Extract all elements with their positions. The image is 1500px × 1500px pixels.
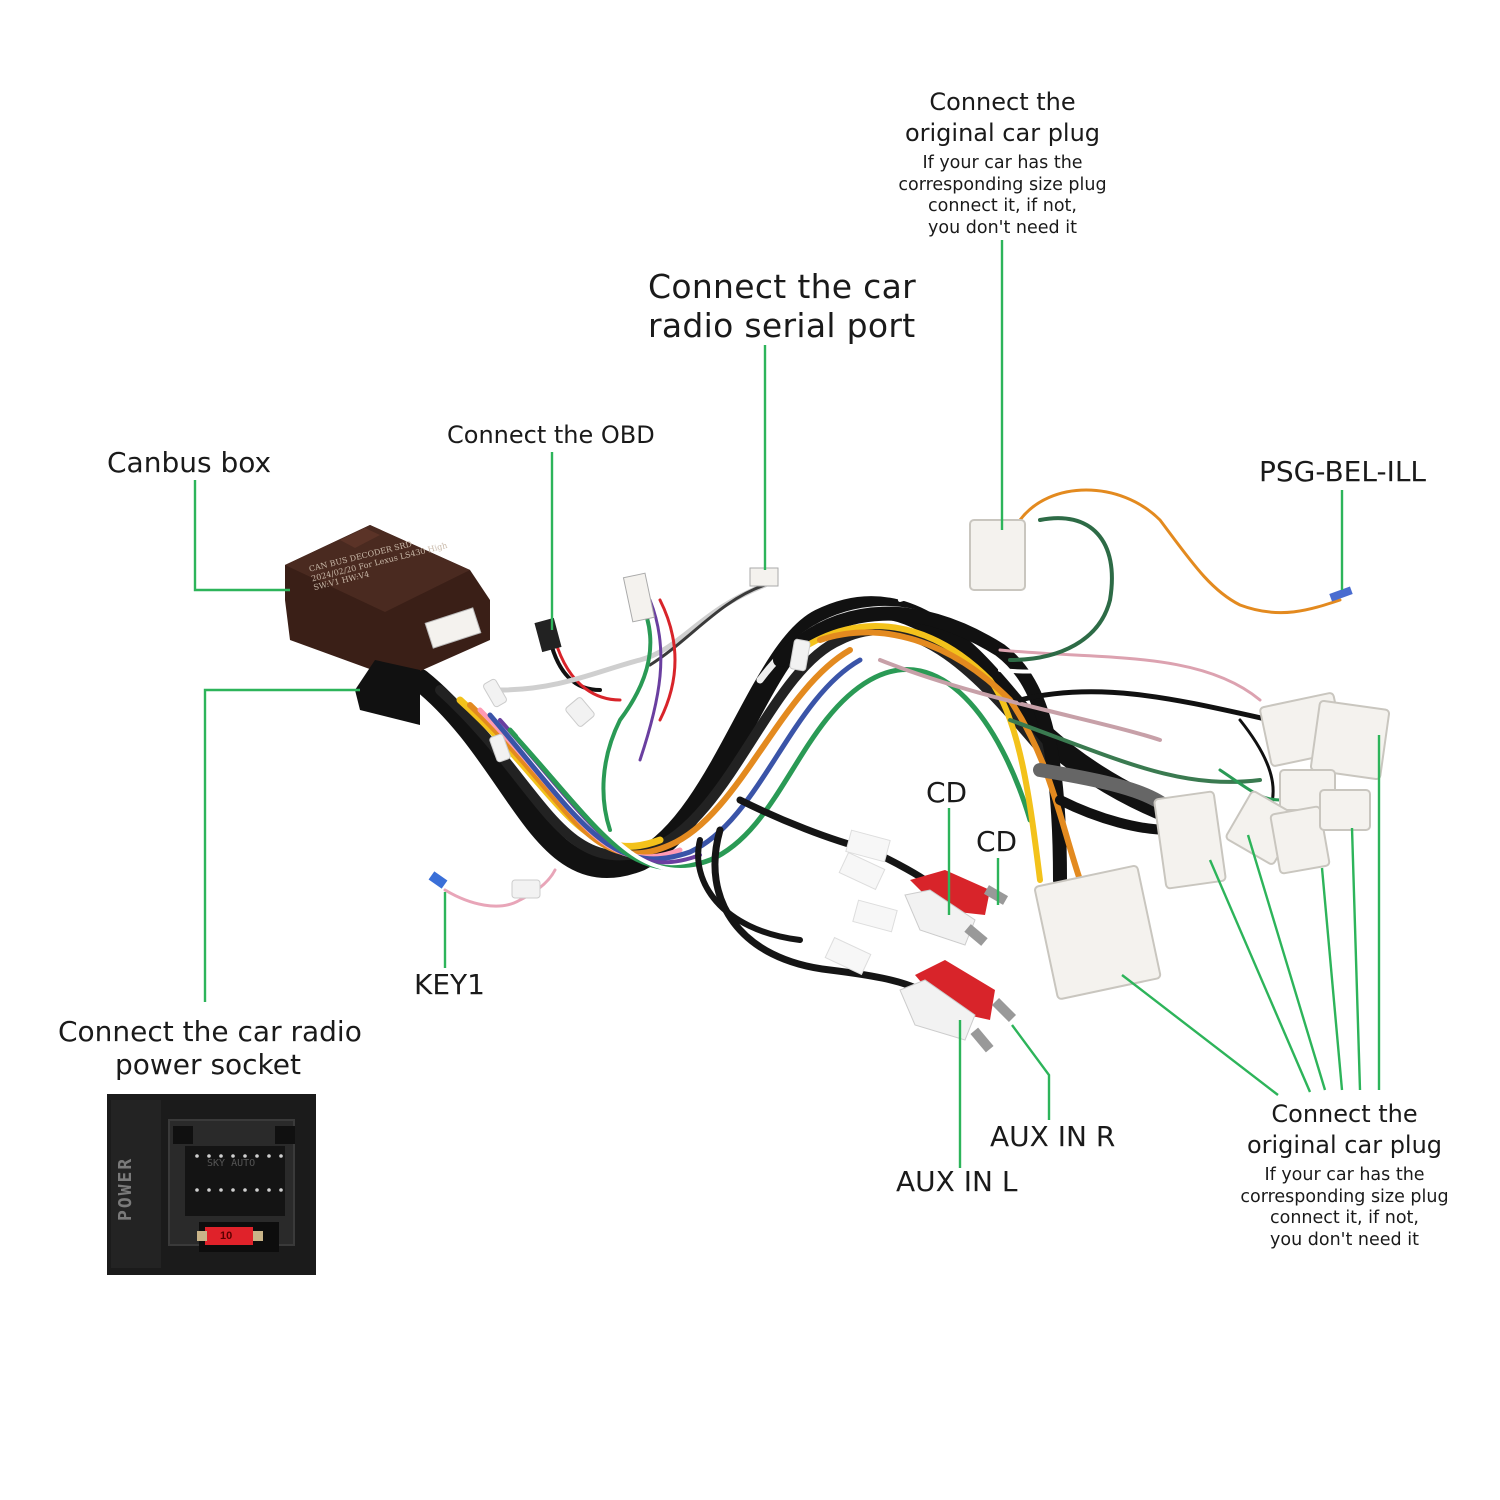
original-plug-top-title-1: Connect the xyxy=(929,88,1076,116)
original-plug-top-note-4: you don't need it xyxy=(928,218,1077,239)
aux-in-r-label: AUX IN R xyxy=(990,1120,1116,1153)
original-plug-top-note-2: corresponding size plug xyxy=(898,174,1107,195)
connector-plug-icon xyxy=(969,519,1391,1000)
original-plug-top-note-1: If your car has the xyxy=(922,152,1083,173)
key1-label: KEY1 xyxy=(414,968,485,1001)
original-plug-bottom-label: Connect the original car plug If your ca… xyxy=(1237,1100,1452,1252)
psg-bel-ill-label: PSG-BEL-ILL xyxy=(1259,455,1427,488)
original-plug-bottom-note-4: you don't need it xyxy=(1270,1230,1419,1251)
power-socket-icon: POWER SKY AUTO 10 xyxy=(107,1094,316,1275)
fuse-rating: 10 xyxy=(220,1230,233,1242)
aux-in-l-label: AUX IN L xyxy=(896,1165,1018,1198)
original-plug-bottom-note-1: If your car has the xyxy=(1264,1164,1425,1185)
original-plug-top-title-2: original car plug xyxy=(904,119,1101,148)
power-socket-label: Connect the car radio power socket xyxy=(58,1015,362,1082)
original-plug-top-label: Connect the original car plug If your ca… xyxy=(895,88,1110,240)
serial-port-label: Connect the car radio serial port xyxy=(648,267,917,345)
cd-label-1: CD xyxy=(926,776,968,809)
power-brand: SKY AUTO xyxy=(207,1158,256,1169)
original-plug-bottom-title-2: original car plug xyxy=(1246,1131,1443,1160)
original-plug-bottom-note-3: connect it, if not, xyxy=(1270,1208,1419,1229)
cd-label-2: CD xyxy=(976,825,1018,858)
original-plug-bottom-title-1: Connect the xyxy=(1271,1100,1418,1128)
canbus-box-label: Canbus box xyxy=(107,446,272,479)
obd-label: Connect the OBD xyxy=(447,421,655,449)
canbus-box-icon xyxy=(285,525,490,725)
power-word: POWER xyxy=(115,1156,136,1222)
original-plug-top-note-3: connect it, if not, xyxy=(928,196,1077,217)
original-plug-bottom-note-2: corresponding size plug xyxy=(1240,1186,1449,1207)
